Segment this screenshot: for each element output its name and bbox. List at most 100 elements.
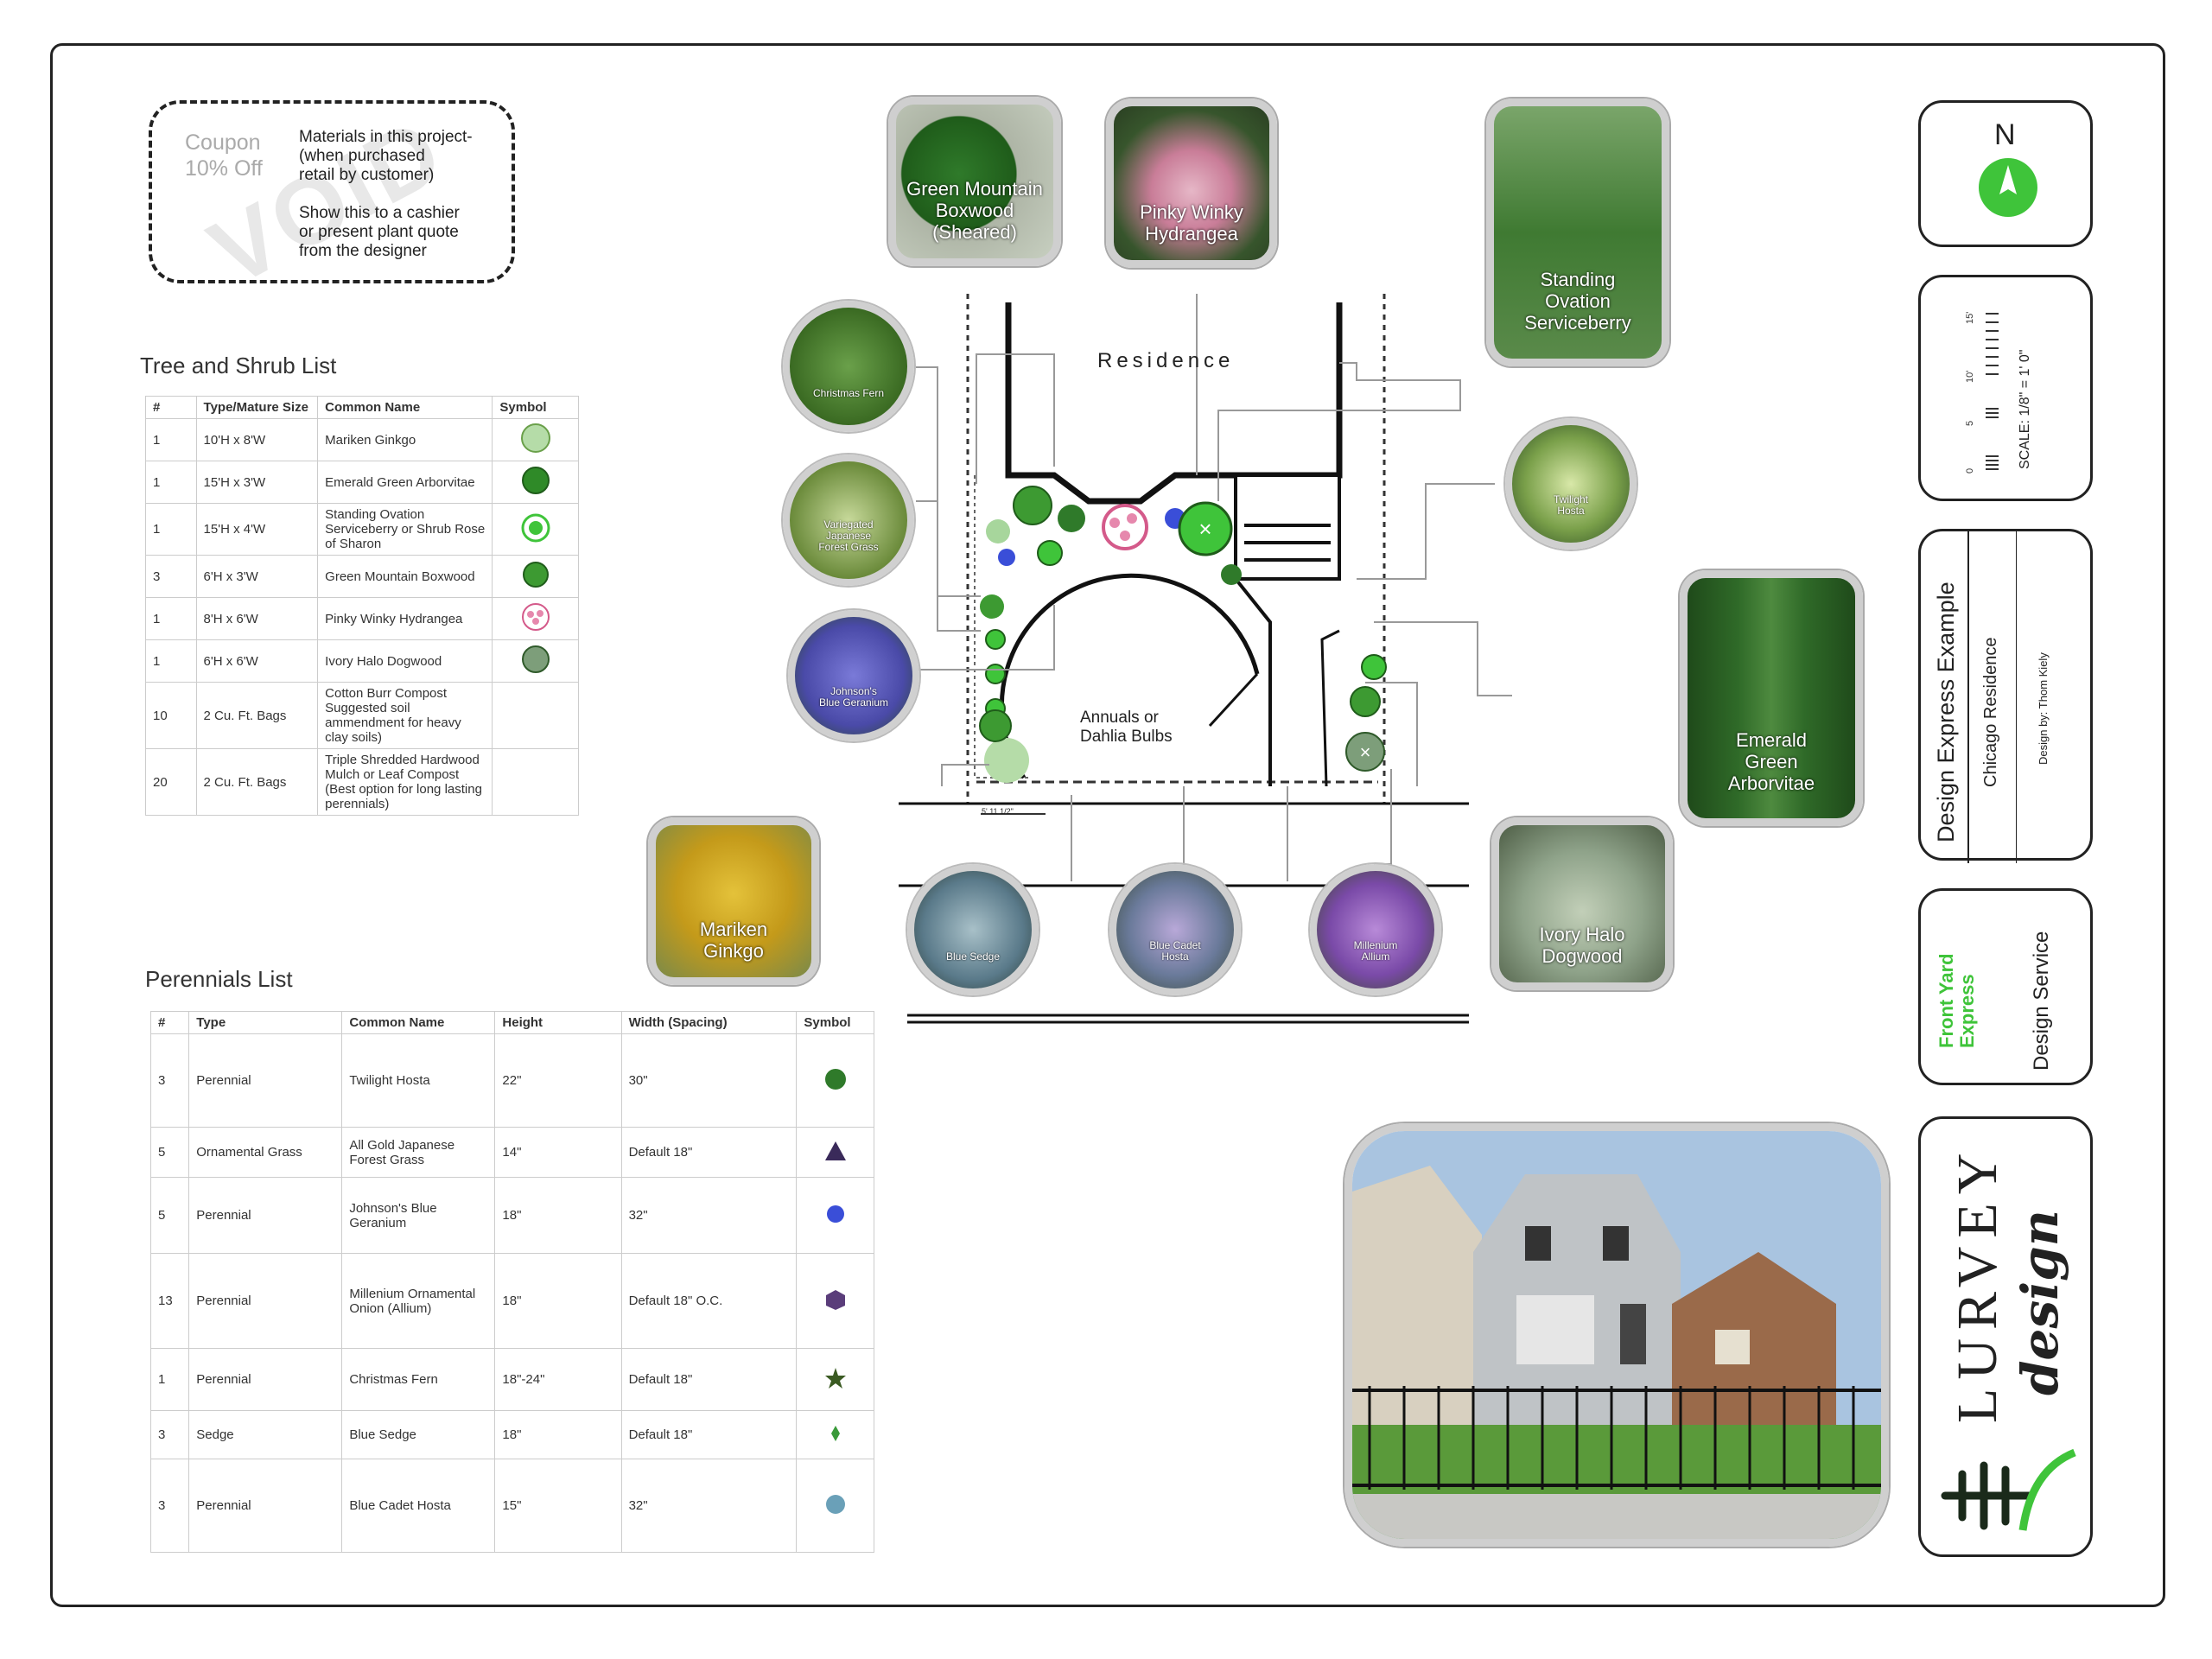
north-arrow-panel: N: [1918, 100, 2093, 247]
ginkgo-symbol-icon: [520, 423, 551, 457]
scale-tick-15: 15': [1965, 312, 1975, 324]
scale-bar: 0 5 10' 15': [1965, 312, 1999, 474]
scale-tick-10: 10': [1965, 371, 1975, 383]
per-cell-num: 5: [149, 1177, 190, 1254]
tree-cell-name: Pinky Winky Hydrangea: [317, 597, 493, 640]
geranium-symbol-icon: [823, 1201, 849, 1230]
per-cell-symbol: [796, 1410, 874, 1459]
tree-cell-symbol: [492, 503, 579, 556]
grass-symbol-icon: [823, 1138, 849, 1167]
photo-blue-cadet-hosta: Blue Cadet Hosta: [1109, 864, 1241, 995]
service-label: Design Service: [2030, 931, 2053, 1071]
tree-cell-size: 15'H x 4'W: [195, 503, 319, 556]
tree-cell-num: 1: [145, 597, 197, 640]
arbor-symbol-icon: [520, 465, 551, 499]
tree-cell-num: 10: [145, 682, 197, 749]
sedge-symbol-icon: [823, 1421, 849, 1450]
photo-blue-sedge: Blue Sedge: [907, 864, 1039, 995]
per-cell-height: 18": [494, 1253, 622, 1349]
tree-cell-name: Cotton Burr Compost Suggested soil ammen…: [317, 682, 493, 749]
per-cell-type: Perennial: [188, 1348, 343, 1411]
per-col-type: Type: [188, 1011, 343, 1034]
tree-row: 1 6'H x 6'W Ivory Halo Dogwood: [145, 639, 579, 683]
tree-cell-symbol: [492, 555, 579, 598]
tree-cell-num: 3: [145, 555, 197, 598]
per-cell-height: 18"-24": [494, 1348, 622, 1411]
per-col-name: Common Name: [341, 1011, 496, 1034]
sheet-border: [50, 43, 2165, 1607]
cadet-symbol-icon: [823, 1491, 849, 1521]
tree-cell-symbol: [492, 748, 579, 816]
per-cell-num: 3: [149, 1410, 190, 1459]
per-cell-symbol: [796, 1177, 874, 1254]
tree-cell-size: 15'H x 3'W: [195, 461, 319, 504]
per-cell-symbol: [796, 1127, 874, 1178]
photo-johnsons-blue-geranium: Johnson's Blue Geranium: [788, 610, 919, 741]
per-cell-type: Sedge: [188, 1410, 343, 1459]
dimension-label: 5' 11 1/2": [982, 807, 1014, 816]
photo-millenium-allium: Millenium Allium: [1310, 864, 1441, 995]
tree-row: 1 8'H x 6'W Pinky Winky Hydrangea: [145, 597, 579, 640]
house-photo: [1344, 1123, 1889, 1547]
per-cell-num: 1: [149, 1348, 190, 1411]
perennial-row: 5 Ornamental Grass All Gold Japanese For…: [149, 1127, 874, 1178]
per-cell-name: All Gold Japanese Forest Grass: [341, 1127, 496, 1178]
dogwood-symbol-icon: [520, 644, 551, 678]
photo-green-mountain-boxwood: Green Mountain Boxwood (Sheared): [888, 97, 1061, 266]
per-cell-name: Johnson's Blue Geranium: [341, 1177, 496, 1254]
tree-col-name: Common Name: [317, 396, 493, 419]
svg-text:×: ×: [1360, 741, 1371, 763]
tree-cell-name: Green Mountain Boxwood: [317, 555, 493, 598]
perennial-row: 3 Perennial Blue Cadet Hosta 15" 32": [149, 1459, 874, 1553]
per-cell-name: Blue Sedge: [341, 1410, 496, 1459]
tree-cell-num: 1: [145, 418, 197, 461]
tree-cell-num: 1: [145, 461, 197, 504]
perennial-row: 13 Perennial Millenium Ornamental Onion …: [149, 1253, 874, 1349]
scale-tick-5: 5: [1965, 421, 1975, 426]
logo-script: design: [2011, 1210, 2069, 1395]
perennial-list-title: Perennials List: [145, 966, 293, 992]
tree-row: 3 6'H x 3'W Green Mountain Boxwood: [145, 555, 579, 598]
per-cell-type: Perennial: [188, 1033, 343, 1128]
per-cell-width: Default 18": [620, 1127, 798, 1178]
tree-col-symbol: Symbol: [492, 396, 579, 419]
per-cell-name: Christmas Fern: [341, 1348, 496, 1411]
per-cell-width: 32": [620, 1177, 798, 1254]
per-cell-type: Perennial: [188, 1177, 343, 1254]
perennial-row: 1 Perennial Christmas Fern 18"-24" Defau…: [149, 1348, 874, 1411]
hydrangea-symbol-icon: [520, 601, 551, 636]
tree-cell-size: 6'H x 3'W: [195, 555, 319, 598]
photo-standing-ovation-serviceberry: Standing Ovation Serviceberry: [1486, 99, 1669, 366]
scale-tick-0: 0: [1965, 468, 1975, 474]
tree-cell-size: 2 Cu. Ft. Bags: [195, 682, 319, 749]
per-cell-height: 14": [494, 1127, 622, 1178]
tree-cell-size: 2 Cu. Ft. Bags: [195, 748, 319, 816]
service-panel: Front Yard Express Design Service: [1918, 888, 2093, 1085]
logo-wordmark: LURVEY: [1946, 1144, 2009, 1423]
per-cell-height: 18": [494, 1177, 622, 1254]
per-cell-width: Default 18": [620, 1348, 798, 1411]
per-cell-num: 3: [149, 1459, 190, 1553]
project-title: Design Express Example: [1933, 582, 1959, 842]
coupon-box: VOID Coupon 10% Off Materials in this pr…: [149, 97, 515, 307]
per-cell-type: Perennial: [188, 1459, 343, 1553]
tree-cell-symbol: [492, 682, 579, 749]
residence-label: Residence: [1097, 349, 1235, 372]
perennial-row: 3 Perennial Twilight Hosta 22" 30": [149, 1033, 874, 1128]
tree-cell-num: 1: [145, 503, 197, 556]
house-illustration: [1352, 1131, 1881, 1539]
per-cell-symbol: [796, 1033, 874, 1128]
service-symbol-icon: [520, 512, 551, 547]
tree-cell-name: Mariken Ginkgo: [317, 418, 493, 461]
coupon-body: Materials in this project- (when purchas…: [299, 128, 473, 260]
per-cell-symbol: [796, 1348, 874, 1411]
hosta-symbol-icon: [823, 1066, 849, 1096]
per-cell-height: 18": [494, 1410, 622, 1459]
tree-col-size: Type/Mature Size: [195, 396, 319, 419]
tree-row: 10 2 Cu. Ft. Bags Cotton Burr Compost Su…: [145, 682, 579, 749]
coupon-title: Coupon 10% Off: [185, 130, 263, 181]
per-cell-name: Twilight Hosta: [341, 1033, 496, 1128]
per-col-num: #: [149, 1011, 190, 1034]
tree-cell-name: Ivory Halo Dogwood: [317, 639, 493, 683]
project-subtitle: Chicago Residence: [1981, 637, 2000, 787]
